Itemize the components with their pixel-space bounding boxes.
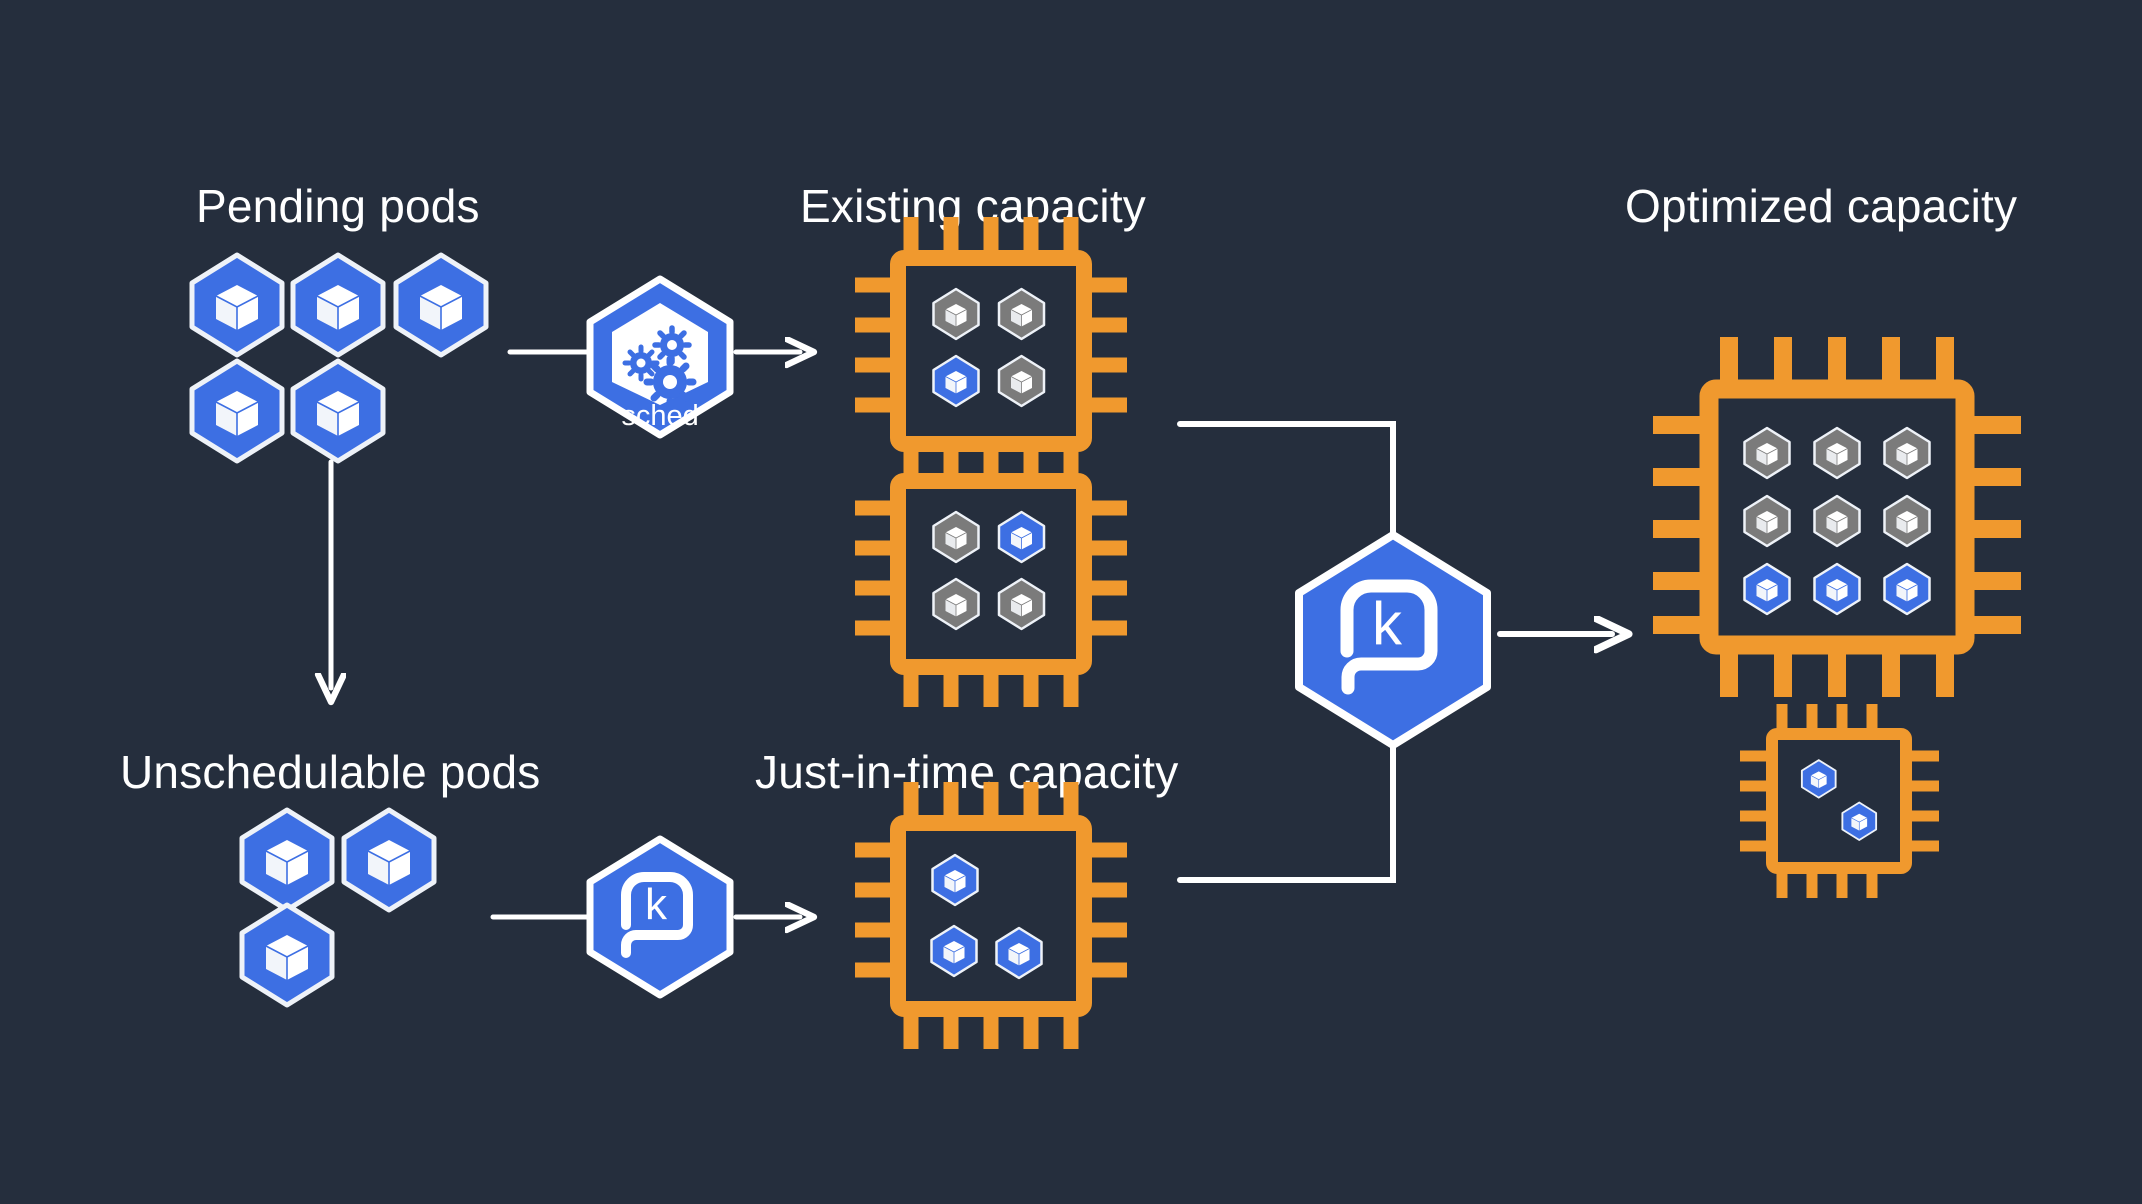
- label-existing-capacity: Existing capacity: [800, 180, 1146, 232]
- pod-icon: [932, 287, 980, 341]
- label-just-in-time-capacity: Just-in-time capacity: [755, 746, 1179, 798]
- scheduler-icon: sched: [586, 275, 734, 439]
- pod-icon: [1743, 426, 1791, 480]
- pod-icon: [931, 853, 979, 907]
- pod-icon: [1883, 562, 1931, 616]
- pod-icon: [1813, 426, 1861, 480]
- chip-jit-node-1: [855, 782, 1127, 1049]
- pod-icon: [293, 255, 383, 355]
- existing-to-karpenter-bracket: [1177, 421, 1396, 548]
- pod-icon: [932, 354, 980, 408]
- pod-icon: [293, 361, 383, 461]
- label-optimized-capacity: Optimized capacity: [1625, 180, 2018, 232]
- label-pending-pods: Pending pods: [196, 180, 480, 232]
- pod-icon: [1883, 426, 1931, 480]
- karpenter-icon-large[interactable]: k: [1295, 531, 1491, 749]
- chip-existing-node-2: [855, 440, 1127, 707]
- pod-icon: [1813, 562, 1861, 616]
- jit-to-karpenter-bracket: [1177, 737, 1396, 883]
- pod-icon: [1743, 562, 1791, 616]
- pod-icon: [1883, 494, 1931, 548]
- pod-icon: [997, 510, 1046, 564]
- pod-icon: [1813, 494, 1861, 548]
- pod-icon: [242, 810, 332, 910]
- karpenter-icon-small[interactable]: k: [586, 835, 734, 999]
- unschedulable-pods-group: [242, 810, 434, 1005]
- pod-icon: [932, 577, 980, 631]
- karpenter-letter: k: [645, 880, 668, 929]
- pod-icon: [930, 924, 978, 978]
- karpenter-letter: k: [1372, 590, 1403, 657]
- pod-icon: [932, 510, 980, 564]
- pod-icon: [1800, 759, 1837, 799]
- pending-pods-group: [192, 255, 486, 461]
- pod-icon: [344, 810, 434, 910]
- pod-icon: [995, 926, 1043, 980]
- scheduler-caption: sched: [621, 400, 698, 432]
- pod-icon: [242, 905, 332, 1005]
- pod-icon: [396, 255, 486, 355]
- chip-optimized-node-large: [1653, 337, 2021, 697]
- chip-optimized-node-small: [1740, 704, 1939, 898]
- pod-icon: [1841, 801, 1878, 841]
- pod-icon: [1743, 494, 1791, 548]
- pod-icon: [192, 255, 282, 355]
- pod-icon: [997, 287, 1046, 341]
- pod-icon: [997, 577, 1046, 631]
- label-unschedulable-pods: Unschedulable pods: [120, 746, 541, 798]
- pod-icon: [997, 354, 1046, 408]
- pod-icon: [192, 361, 282, 461]
